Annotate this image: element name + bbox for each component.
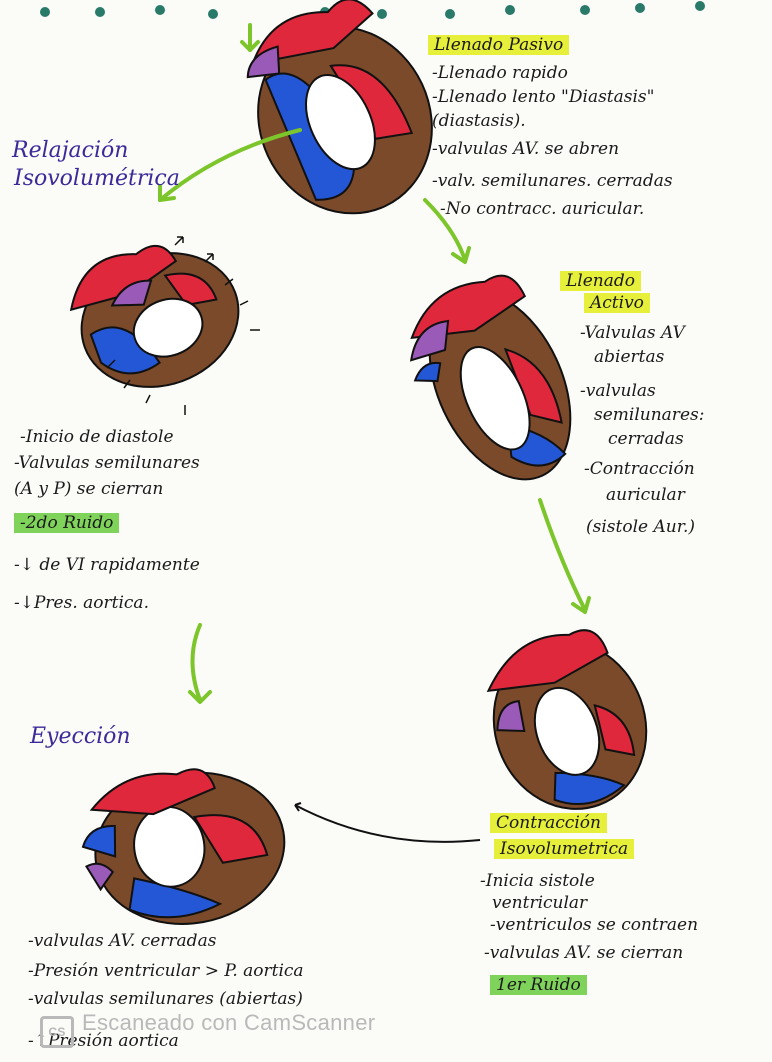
relajacion-item-2: -Valvulas semilunares — [14, 452, 200, 474]
llenado-pasivo-item-2: -Llenado lento "Diastasis" — [432, 86, 654, 108]
relajacion-title-2: Isovolumétrica — [14, 168, 180, 190]
contraccion-item-2: ventricular — [492, 892, 587, 914]
heart-llenado-pasivo — [220, 0, 463, 242]
relajacion-item-5: -↓Pres. aortica. — [14, 592, 149, 614]
llenado-pasivo-item-3: (diastasis). — [432, 110, 526, 132]
llenado-pasivo-title: Llenado Pasivo — [428, 34, 569, 56]
heart-contraccion — [468, 614, 669, 831]
llenado-pasivo-item-6: -No contracc. auricular. — [440, 198, 644, 220]
llenado-activo-item-6: -Contracción — [584, 458, 695, 480]
watermark-text: Escaneado con CamScanner — [82, 1010, 375, 1035]
heart-relajacion — [59, 221, 257, 408]
llenado-activo-item-5: cerradas — [608, 428, 684, 450]
contraccion-title-1: Contracción — [490, 812, 607, 834]
relajacion-item-1: -Inicio de diastole — [20, 426, 174, 448]
llenado-pasivo-item-5: -valv. semilunares. cerradas — [432, 170, 673, 192]
llenado-activo-title-2: Activo — [584, 292, 650, 314]
relajacion-item-3: (A y P) se cierran — [14, 478, 163, 500]
black-arrow — [295, 803, 480, 842]
contraccion-item-4: -valvulas AV. se cierran — [484, 942, 683, 964]
primer-ruido: 1er Ruido — [490, 974, 587, 996]
contraccion-item-3: -ventriculos se contraen — [490, 914, 698, 936]
llenado-activo-item-3: -valvulas — [580, 380, 656, 402]
eyeccion-title: Eyección — [30, 726, 131, 748]
eyeccion-item-3: -valvulas semilunares (abiertas) — [28, 988, 303, 1010]
camscanner-logo-icon: CS — [40, 1016, 74, 1048]
llenado-activo-item-7: auricular — [606, 484, 685, 506]
llenado-activo-item-2: abiertas — [594, 346, 664, 368]
binder-dots — [40, 1, 705, 19]
relajacion-item-4: -↓ de VI rapidamente — [14, 554, 200, 576]
llenado-activo-item-8: (sistole Aur.) — [586, 516, 695, 538]
contraccion-title-2: Isovolumetrica — [494, 838, 634, 860]
segundo-ruido: -2do Ruido — [14, 512, 119, 534]
contraccion-item-1: -Inicia sistole — [480, 870, 595, 892]
llenado-pasivo-item-4: -valvulas AV. se abren — [432, 138, 619, 160]
heart-llenado-activo — [387, 262, 599, 507]
eyeccion-item-2: -Presión ventricular > P. aortica — [28, 960, 304, 982]
eyeccion-item-1: -valvulas AV. cerradas — [28, 930, 216, 952]
llenado-activo-item-1: -Valvulas AV — [580, 322, 685, 344]
llenado-pasivo-item-1: -Llenado rapido — [432, 62, 568, 84]
llenado-activo-item-4: semilunares: — [594, 404, 704, 426]
llenado-activo-title-1: Llenado — [560, 270, 641, 292]
camscanner-watermark: CS Escaneado con CamScanner — [40, 1010, 375, 1048]
relajacion-title-1: Relajación — [12, 140, 128, 162]
heart-eyeccion — [73, 753, 297, 940]
